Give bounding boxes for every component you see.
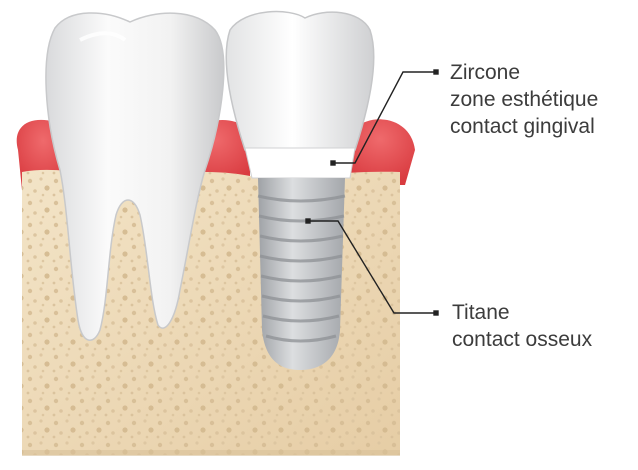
titane-title: Titane xyxy=(452,299,592,326)
zircone-leader-tip xyxy=(434,70,438,74)
zircone-leader-end xyxy=(331,161,335,165)
implant-crown-icon xyxy=(226,12,373,178)
zircone-line-3: contact gingival xyxy=(450,113,598,140)
titane-annotation: Titane contact osseux xyxy=(452,299,592,353)
titane-line-2: contact osseux xyxy=(452,326,592,353)
zircone-line-2: zone esthétique xyxy=(450,86,598,113)
titane-leader-tip xyxy=(434,311,438,315)
zircone-annotation: Zircone zone esthétique contact gingival xyxy=(450,59,598,140)
zircone-title: Zircone xyxy=(450,59,598,86)
implant-screw-icon xyxy=(258,178,345,370)
titane-leader-end xyxy=(306,219,310,223)
